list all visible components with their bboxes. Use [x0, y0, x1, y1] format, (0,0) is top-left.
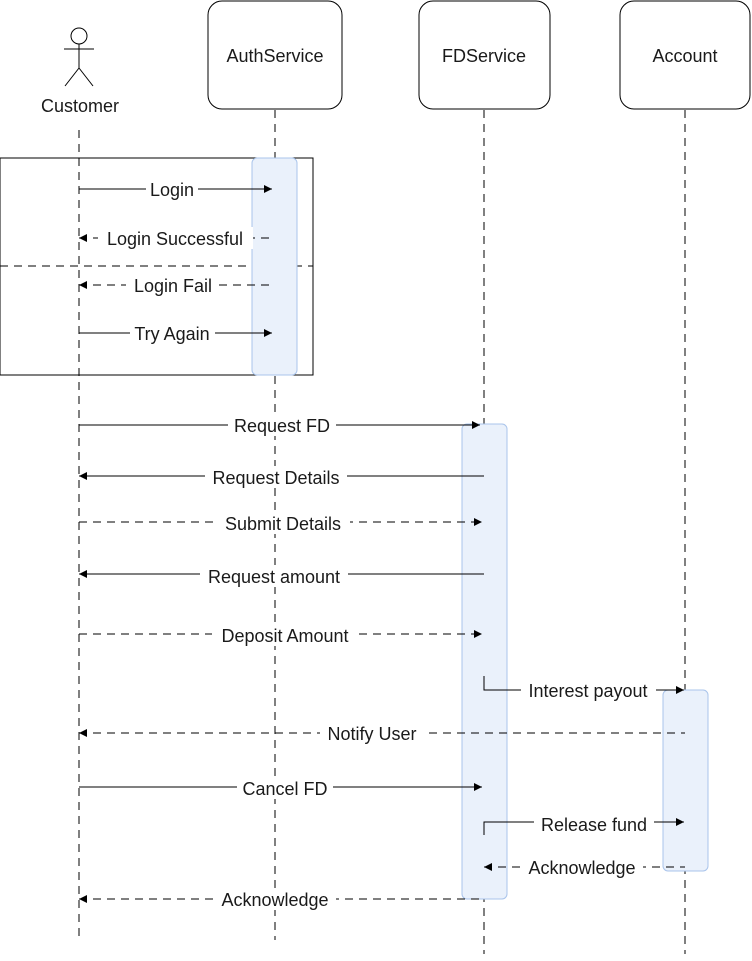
message-label: Login Fail [134, 276, 212, 296]
message-label: Login [150, 180, 194, 200]
messages-group: Login Login Successful Login Fail Try Ag… [79, 178, 685, 910]
participant-label: Account [652, 46, 717, 66]
fd-activation [461, 423, 508, 900]
message-label: Deposit Amount [221, 626, 348, 646]
message-notify-user: Notify User [79, 722, 685, 744]
stick-figure-icon [64, 27, 94, 87]
message-label: Try Again [134, 324, 209, 344]
message-deposit-amount: Deposit Amount [79, 624, 482, 646]
message-label: Request amount [208, 567, 340, 587]
message-label: Acknowledge [528, 858, 635, 878]
message-label: Notify User [327, 724, 416, 744]
participant-label: AuthService [226, 46, 323, 66]
message-acknowledge-customer: Acknowledge [79, 888, 484, 910]
auth-activation [251, 157, 298, 376]
message-label: Request FD [234, 416, 330, 436]
participant-fd: FDService [418, 0, 551, 110]
message-release-fund: Release fund [483, 813, 684, 835]
message-label: Login Successful [107, 229, 243, 249]
customer-label: Customer [41, 96, 119, 116]
participant-label: FDService [442, 46, 526, 66]
message-submit-details: Submit Details [79, 512, 482, 534]
message-request-details: Request Details [79, 466, 484, 488]
message-label: Interest payout [528, 681, 647, 701]
message-cancel-fd: Cancel FD [79, 777, 482, 799]
message-login-fail: Login Fail [79, 274, 272, 296]
message-login-successful: Login Successful [79, 227, 272, 249]
message-label: Release fund [541, 815, 647, 835]
message-interest-payout: Interest payout [483, 676, 684, 701]
message-label: Request Details [212, 468, 339, 488]
message-try-again: Try Again [79, 322, 272, 344]
message-request-amount: Request amount [79, 565, 484, 587]
account-activation [662, 689, 709, 872]
message-label: Acknowledge [221, 890, 328, 910]
message-label: Submit Details [225, 514, 341, 534]
participant-account: Account [619, 0, 751, 110]
message-login: Login [79, 178, 272, 200]
alt-fragment [0, 157, 314, 376]
message-label: Cancel FD [242, 779, 327, 799]
message-acknowledge-account: Acknowledge [484, 856, 685, 878]
participant-auth: AuthService [207, 0, 343, 110]
customer-actor: Customer [41, 27, 119, 116]
message-request-fd: Request FD [79, 414, 480, 436]
